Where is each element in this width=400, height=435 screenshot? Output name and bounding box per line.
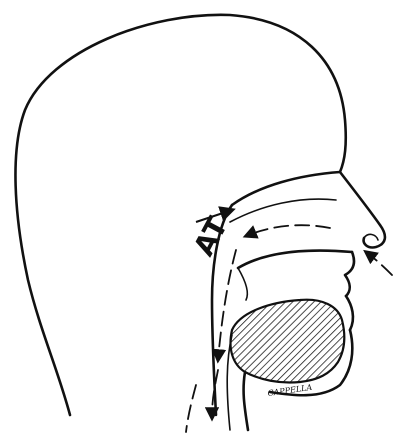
- label-arrow: [195, 206, 236, 223]
- nose-profile: [338, 170, 387, 249]
- nostril: [363, 233, 379, 241]
- airflow-arrow-nasal: [242, 224, 331, 239]
- nasal-cavity-inner: [229, 198, 337, 223]
- tongue: [229, 298, 346, 384]
- pharynx-back-wall: [210, 203, 234, 417]
- hard-palate: [236, 249, 354, 270]
- soft-palate: [237, 267, 249, 301]
- diagram-label: AT: [187, 212, 234, 262]
- chin-jaw: [268, 328, 354, 397]
- nasal-cavity-roof: [230, 170, 342, 207]
- head-outline: [14, 13, 348, 417]
- airflow-arrow-down-2: [204, 369, 220, 422]
- airflow-arrow-nostril: [363, 249, 393, 276]
- airflow-arrow-exit: [185, 384, 197, 433]
- airflow-arrow-down-1: [211, 249, 237, 364]
- lower-lip: [344, 294, 355, 332]
- larynx-back: [226, 334, 233, 431]
- larynx-front: [242, 370, 250, 432]
- upper-lip: [343, 250, 356, 298]
